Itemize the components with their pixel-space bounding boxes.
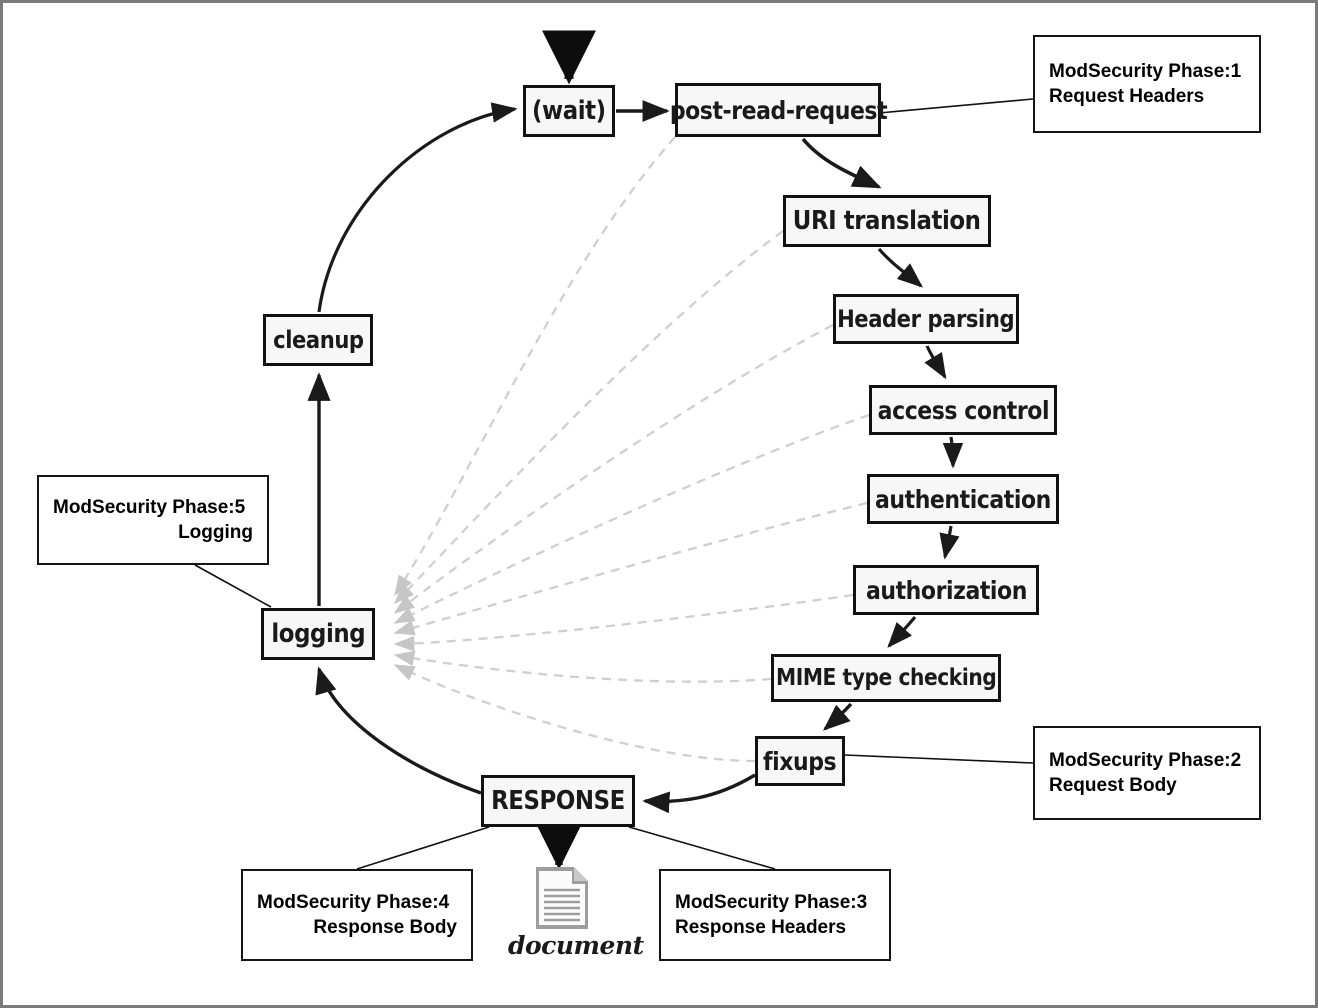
leader-phase2 (844, 754, 1034, 764)
callout-phase-1-line-2: Request Headers (1049, 86, 1205, 107)
edge-post-read-to-uri (801, 137, 882, 189)
dashed-edge-fixups-to-logging (393, 663, 756, 763)
edge-mime-to-fixups (822, 702, 853, 731)
leader-phase3 (628, 826, 776, 870)
callout-modsecurity-phase-3: ModSecurity Phase:3 Response Headers (659, 869, 891, 961)
edge-uri-to-header (877, 247, 923, 288)
callout-phase-2-line-2: Request Body (1049, 775, 1177, 796)
leader-phase5 (194, 564, 272, 608)
leader-phase4 (356, 826, 490, 870)
edge-authn-to-authz (939, 525, 960, 560)
node-response-label: RESPONSE (491, 786, 625, 816)
node-logging[interactable]: logging (261, 608, 375, 660)
node-access-control-label: access control (877, 395, 1049, 425)
node-mime-type-checking-label: MIME type checking (775, 665, 997, 691)
dashed-edge-post-read-to-logging (394, 136, 676, 597)
edge-fixups-to-response (642, 773, 756, 814)
node-post-read-request-label: post-read-request (669, 95, 887, 125)
callout-phase-4-line-2: Response Body (313, 917, 457, 938)
node-uri-translation[interactable]: URI translation (783, 195, 991, 247)
callout-modsecurity-phase-4: ModSecurity Phase:4 Response Body (241, 869, 473, 961)
callout-phase-4-line-1: ModSecurity Phase:4 (257, 891, 450, 913)
callout-phase-2-line-1: ModSecurity Phase:2 (1049, 749, 1242, 771)
node-uri-translation-label: URI translation (793, 206, 981, 236)
node-wait-label: (wait) (532, 96, 606, 126)
node-header-parsing[interactable]: Header parsing (833, 294, 1019, 344)
callout-phase-1-line-1: ModSecurity Phase:1 (1049, 60, 1242, 82)
edge-header-to-access (924, 345, 947, 380)
edge-authz-to-mime (887, 615, 917, 648)
node-access-control[interactable]: access control (869, 385, 1057, 435)
callout-modsecurity-phase-5: ModSecurity Phase:5 Logging (37, 475, 269, 565)
dashed-edge-uri-to-logging (394, 230, 784, 604)
callout-phase-5-line-2: Logging (178, 522, 253, 543)
callout-modsecurity-phase-1: ModSecurity Phase:1 Request Headers (1033, 35, 1261, 133)
callout-modsecurity-phase-2: ModSecurity Phase:2 Request Body (1033, 726, 1261, 820)
solid-flow-edges (307, 30, 964, 870)
node-fixups[interactable]: fixups (755, 736, 845, 786)
node-post-read-request[interactable]: post-read-request (669, 83, 887, 137)
dashed-edge-authz-to-logging (393, 593, 854, 652)
edge-cleanup-to-wait (317, 102, 518, 313)
dashed-edge-access-to-logging (393, 413, 870, 625)
node-fixups-label: fixups (763, 746, 837, 776)
edge-access-to-authn (942, 436, 964, 469)
node-response[interactable]: RESPONSE (481, 775, 635, 827)
leader-phase1 (878, 98, 1034, 114)
node-header-parsing-label: Header parsing (837, 305, 1015, 333)
node-authentication[interactable]: authentication (867, 474, 1059, 524)
node-authorization[interactable]: authorization (853, 565, 1039, 615)
node-authorization-label: authorization (865, 575, 1027, 605)
callout-phase-5-line-1: ModSecurity Phase:5 (53, 496, 246, 518)
node-authentication-label: authentication (875, 484, 1051, 514)
edge-response-to-logging (315, 666, 482, 795)
node-logging-label: logging (271, 619, 365, 649)
callout-phase-3-line-2: Response Headers (675, 917, 847, 938)
document-icon (536, 867, 588, 929)
node-mime-type-checking[interactable]: MIME type checking (771, 654, 1001, 702)
dashed-edge-mime-to-logging (393, 650, 772, 683)
dashed-edge-header-to-logging (393, 323, 834, 614)
node-wait[interactable]: (wait) (523, 85, 615, 137)
node-cleanup[interactable]: cleanup (263, 314, 373, 366)
callout-phase-3-line-1: ModSecurity Phase:3 (675, 891, 868, 913)
dashed-edge-authn-to-logging (393, 501, 868, 636)
node-cleanup-label: cleanup (272, 326, 364, 354)
document-icon-label: document (508, 931, 644, 960)
